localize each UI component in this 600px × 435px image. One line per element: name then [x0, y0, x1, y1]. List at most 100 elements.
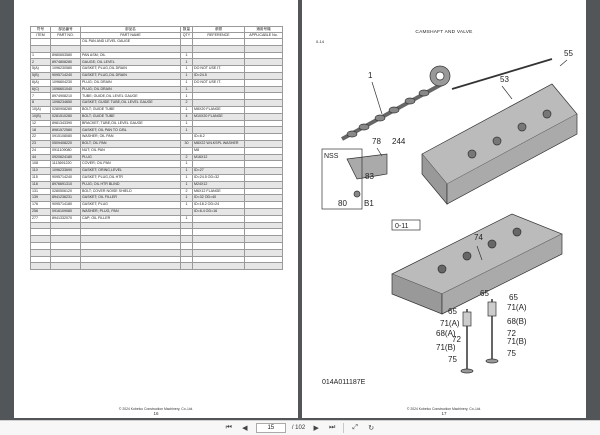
table-row [30, 255, 283, 264]
table-cell-part: 0509408220 [50, 139, 81, 148]
callout: B1 [364, 199, 374, 208]
table-cell-qty: 1 [180, 51, 193, 60]
table-cell-ref: M8 [192, 146, 245, 155]
table-cell-part: 0280506120 [50, 187, 81, 196]
table-cell-qty [180, 255, 193, 264]
table-cell-name: GASKET; GUIDE TUBE,OIL LEVEL GAUGE [80, 99, 181, 107]
col-header: APPLICABLE No. [244, 32, 283, 39]
table-cell-app [244, 58, 283, 67]
table-cell-part [50, 235, 81, 243]
cylinder-head-upper [421, 83, 578, 205]
table-cell-ref: M16X12 [192, 153, 245, 162]
table-cell-qty: 1 [180, 58, 193, 67]
drawing-number: 014A011187E [322, 379, 366, 386]
table-cell-ref [192, 119, 245, 128]
callout: 65 [448, 307, 457, 316]
callout: NSS [324, 153, 339, 160]
fit-page-icon[interactable]: ⤢ [352, 424, 358, 431]
table-cell-ref [192, 85, 245, 94]
table-cell-part: 8976691310 [50, 180, 81, 189]
table-cell-part [50, 262, 81, 271]
pdf-viewer[interactable]: 符号 部品番号 部品名 数量 参照 適用号機 ITEM PART NO. PAR… [0, 0, 600, 420]
table-cell-part: 8941332070 [50, 214, 81, 223]
page-16: 符号 部品番号 部品名 数量 参照 適用号機 ITEM PART NO. PAR… [14, 0, 298, 418]
last-page-icon[interactable]: ⏭ [329, 424, 336, 431]
table-cell-app [244, 65, 283, 73]
table-cell-app [244, 38, 283, 46]
callout: 75 [507, 349, 516, 358]
table-cell-ref [192, 221, 245, 230]
callout: 0-11 [395, 223, 409, 230]
table-cell-qty: 1 [180, 65, 193, 73]
table-cell-name [80, 262, 181, 271]
table-cell-qty [180, 207, 193, 216]
table-cell-item [30, 38, 51, 46]
first-page-icon[interactable]: ⏮ [225, 424, 232, 431]
table-cell-item: 118 [30, 180, 51, 189]
table-cell-part [50, 44, 81, 53]
page-number-input[interactable]: 15 [255, 423, 286, 433]
table-cell-item: 110 [30, 167, 51, 175]
table-cell-app [244, 119, 283, 128]
table-cell-name [80, 248, 181, 257]
table-cell-item: 44 [30, 153, 51, 162]
table-cell-ref [192, 241, 245, 250]
table-cell-ref: M6X12 FLANGE [192, 187, 245, 196]
table-cell-qty [180, 221, 193, 230]
table-cell-item: 108 [30, 160, 51, 169]
table-cell-app [244, 146, 283, 155]
current-page: 15 [267, 425, 275, 431]
callout: 65 [480, 289, 489, 298]
table-cell-qty [180, 262, 193, 271]
table-cell-app [244, 153, 283, 162]
table-row [30, 248, 283, 257]
table-cell-part: 0920624180 [50, 153, 81, 162]
table-cell-part: 1096233690 [50, 167, 81, 175]
table-cell-qty: 30 [180, 139, 193, 148]
table-cell-name [80, 255, 181, 264]
prev-page-icon[interactable]: ◀ [242, 425, 248, 432]
callout: 1 [368, 71, 373, 80]
table-cell-item: 5(A) [30, 65, 51, 73]
table-cell-ref [192, 126, 245, 135]
next-page-icon[interactable]: ▶ [313, 425, 319, 432]
table-cell-name [80, 44, 181, 53]
table-cell-item: 18 [30, 126, 51, 135]
table-cell-name: GASKET; OIL PAN TO C/BL [80, 126, 181, 135]
table-cell-qty: 1 [180, 78, 193, 87]
table-cell-app [244, 160, 283, 169]
table-cell-qty: 1 [180, 160, 193, 169]
table-cell-qty: 2 [180, 99, 193, 107]
table-cell-ref: ID=24.5 OD=32 [192, 173, 245, 182]
table-header-en: ITEM PART NO. PART NAME QTY REFERENCE AP… [30, 32, 283, 39]
page-number: 16 [153, 411, 159, 416]
table-cell-qty: 1 [180, 105, 193, 114]
callout: 72 [452, 335, 461, 344]
table-cell-part: 8941236231 [50, 194, 81, 203]
callout: 75 [448, 355, 457, 364]
viewer-toolbar: ⏮ ◀ 15 / 102 ▶ ⏭ ⤢ ↻ [0, 420, 600, 435]
rotate-icon[interactable]: ↻ [368, 425, 375, 432]
table-cell-name: BOLT; GUIDE TUBE [80, 105, 181, 114]
table-cell-item: 256 [30, 207, 51, 216]
table-cell-qty: 1 [180, 201, 193, 209]
table-cell-item: 5(B) [30, 71, 51, 80]
table-cell-name: PLUG; OIL DRAIN [80, 78, 181, 87]
table-cell-app [244, 71, 283, 80]
table-cell-app [244, 92, 283, 101]
table-cell-app [244, 105, 283, 114]
callout: 71(B) [507, 337, 527, 346]
table-cell-app [244, 255, 283, 264]
table-cell-item [30, 255, 51, 264]
table-cell-qty: 1 [180, 119, 193, 128]
